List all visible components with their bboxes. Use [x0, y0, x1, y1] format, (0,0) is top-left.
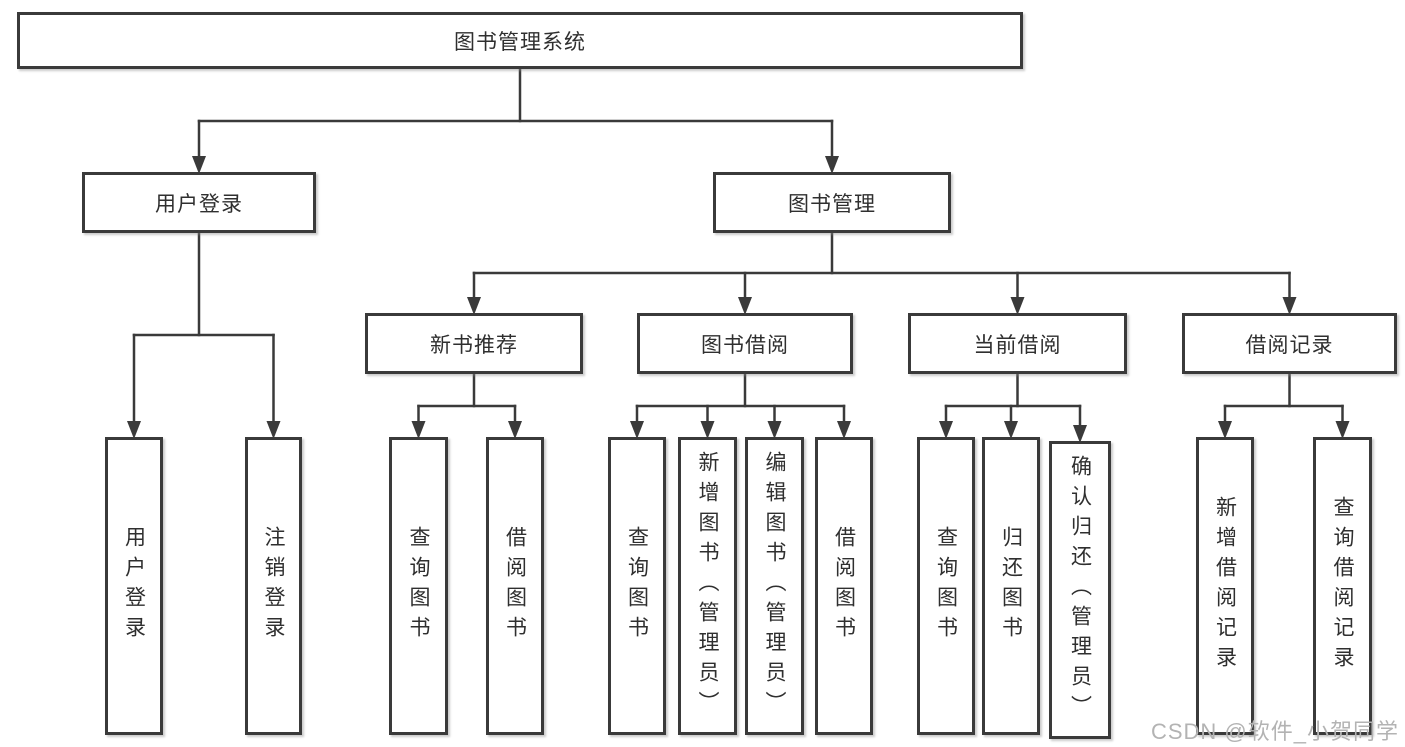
node-book-management: 图书管理 — [713, 172, 951, 233]
node-label: 借阅图书 — [832, 526, 856, 646]
node-label: 借阅图书 — [503, 526, 527, 646]
node-label: 用户登录 — [122, 526, 146, 646]
leaf-query-books-recommend: 查询图书 — [389, 437, 448, 735]
leaf-borrow-books-recommend: 借阅图书 — [486, 437, 544, 735]
node-borrow-records: 借阅记录 — [1182, 313, 1397, 374]
node-label: 图书借阅 — [701, 333, 789, 357]
leaf-return-book: 归还图书 — [982, 437, 1040, 735]
node-label: 借阅记录 — [1245, 333, 1334, 357]
node-user-login: 用户登录 — [82, 172, 316, 233]
node-label: 用户登录 — [155, 192, 243, 216]
node-label: 查询图书 — [407, 526, 430, 646]
node-label: 查询借阅记录 — [1331, 496, 1354, 676]
leaf-add-book-admin: 新增图书（管理员） — [678, 437, 737, 735]
leaf-logout: 注销登录 — [245, 437, 302, 735]
leaf-borrow-books: 借阅图书 — [815, 437, 873, 735]
node-library-management-system: 图书管理系统 — [17, 12, 1023, 69]
node-label: 当前借阅 — [973, 333, 1062, 357]
node-label: 注销登录 — [262, 526, 285, 646]
node-current-borrow: 当前借阅 — [908, 313, 1127, 374]
csdn-watermark: CSDN @软件_小贺同学 — [1150, 719, 1399, 744]
leaf-confirm-return-admin: 确认归还（管理员） — [1049, 441, 1111, 739]
node-label: 编辑图书（管理员） — [763, 451, 786, 721]
node-label: 查询图书 — [934, 526, 958, 646]
leaf-add-borrow-record: 新增借阅记录 — [1196, 437, 1254, 735]
node-label: 图书管理系统 — [454, 30, 586, 54]
node-label: 归还图书 — [999, 526, 1023, 646]
node-label: 确认归还（管理员） — [1068, 455, 1092, 725]
node-label: 图书管理 — [788, 192, 876, 216]
leaf-edit-book-admin: 编辑图书（管理员） — [745, 437, 804, 735]
node-label: 新书推荐 — [430, 333, 518, 357]
node-new-book-recommend: 新书推荐 — [365, 313, 583, 374]
node-label: 新增借阅记录 — [1213, 496, 1237, 676]
node-book-borrow: 图书借阅 — [637, 313, 853, 374]
leaf-query-books-current: 查询图书 — [917, 437, 975, 735]
leaf-query-borrow-record: 查询借阅记录 — [1313, 437, 1372, 735]
node-label: 查询图书 — [625, 526, 649, 646]
node-label: 新增图书（管理员） — [696, 451, 719, 721]
leaf-user-login: 用户登录 — [105, 437, 163, 735]
leaf-query-books-borrow: 查询图书 — [608, 437, 666, 735]
